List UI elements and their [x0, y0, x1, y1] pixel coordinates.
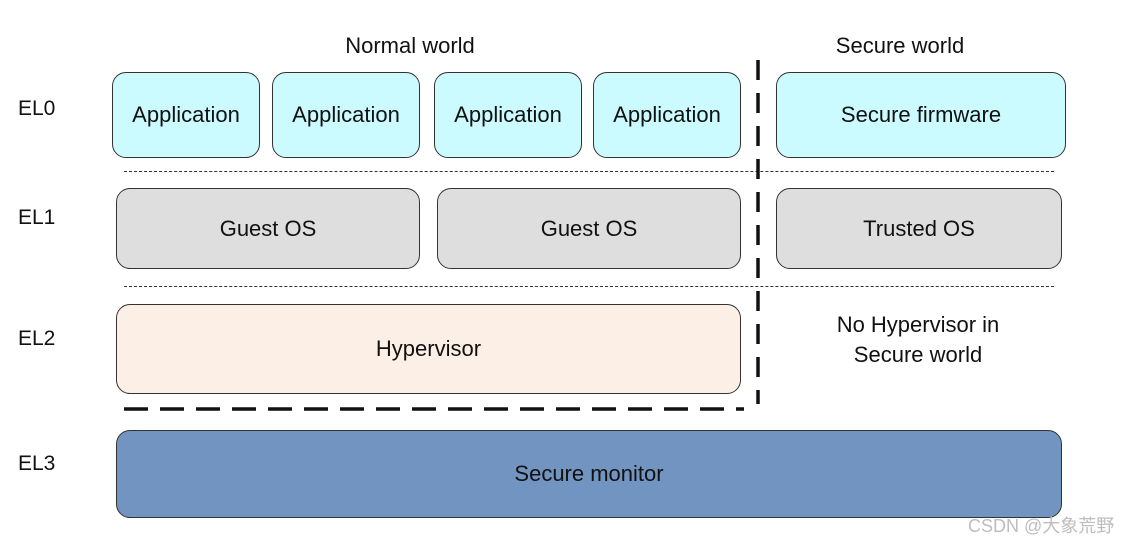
application-box-4: Application — [593, 72, 741, 158]
el1-el2-separator — [124, 286, 1054, 287]
level-label-el2: EL2 — [18, 327, 56, 350]
level-label-el0: EL0 — [18, 97, 56, 120]
no-hypervisor-note: No Hypervisor in Secure world — [778, 310, 1058, 370]
application-box-3: Application — [434, 72, 582, 158]
application-box-2: Application — [272, 72, 420, 158]
el0-el1-separator — [124, 171, 1054, 172]
no-hypervisor-note-line-2: Secure world — [853, 342, 983, 367]
level-label-el3: EL3 — [18, 452, 56, 475]
guest-os-box-2: Guest OS — [437, 188, 741, 269]
guest-os-box-1: Guest OS — [116, 188, 420, 269]
level-label-el1: EL1 — [18, 206, 56, 229]
normal-world-header: Normal world — [345, 33, 475, 58]
no-hypervisor-note-line-1: No Hypervisor in — [836, 312, 1000, 337]
application-box-1: Application — [112, 72, 260, 158]
secure-world-header: Secure world — [835, 33, 965, 58]
trusted-os-box: Trusted OS — [776, 188, 1062, 269]
hypervisor-box: Hypervisor — [116, 304, 741, 394]
secure-firmware-box: Secure firmware — [776, 72, 1066, 158]
secure-monitor-box: Secure monitor — [116, 430, 1062, 518]
watermark: CSDN @大象荒野 — [968, 516, 1115, 536]
